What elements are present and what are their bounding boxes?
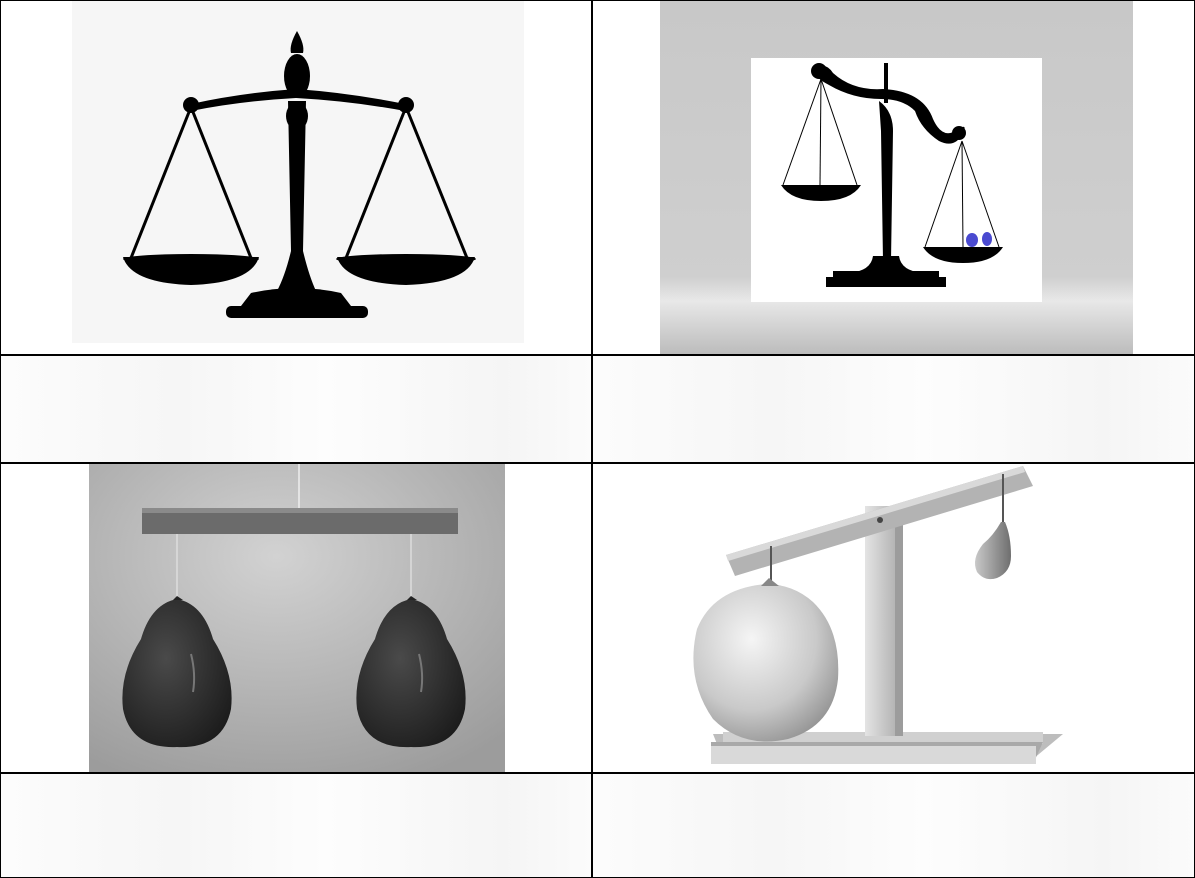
answer-cell-2-left[interactable] <box>1 774 592 877</box>
table-row-divider <box>0 772 1195 774</box>
table-border-top <box>0 0 1195 1</box>
tilted-scale-cell <box>593 1 1194 354</box>
weight-icon <box>982 232 992 246</box>
balloon-balance-icon <box>1 464 592 772</box>
table-border-left <box>0 0 1 878</box>
balance-scale-icon <box>1 1 592 354</box>
balloon-lever-icon <box>593 464 1194 772</box>
tilted-scale-icon <box>593 1 1194 354</box>
unbalanced-balloons-cell <box>593 464 1194 772</box>
table-row-divider <box>0 354 1195 356</box>
balanced-balloons-cell <box>1 464 592 772</box>
answer-cell-1-right[interactable] <box>593 356 1194 462</box>
answer-cell-2-right[interactable] <box>593 774 1194 877</box>
balanced-scale-cell <box>1 1 592 354</box>
table-column-divider <box>591 0 593 878</box>
weight-icon <box>966 233 978 247</box>
answer-cell-1-left[interactable] <box>1 356 592 462</box>
table-row-divider <box>0 462 1195 464</box>
